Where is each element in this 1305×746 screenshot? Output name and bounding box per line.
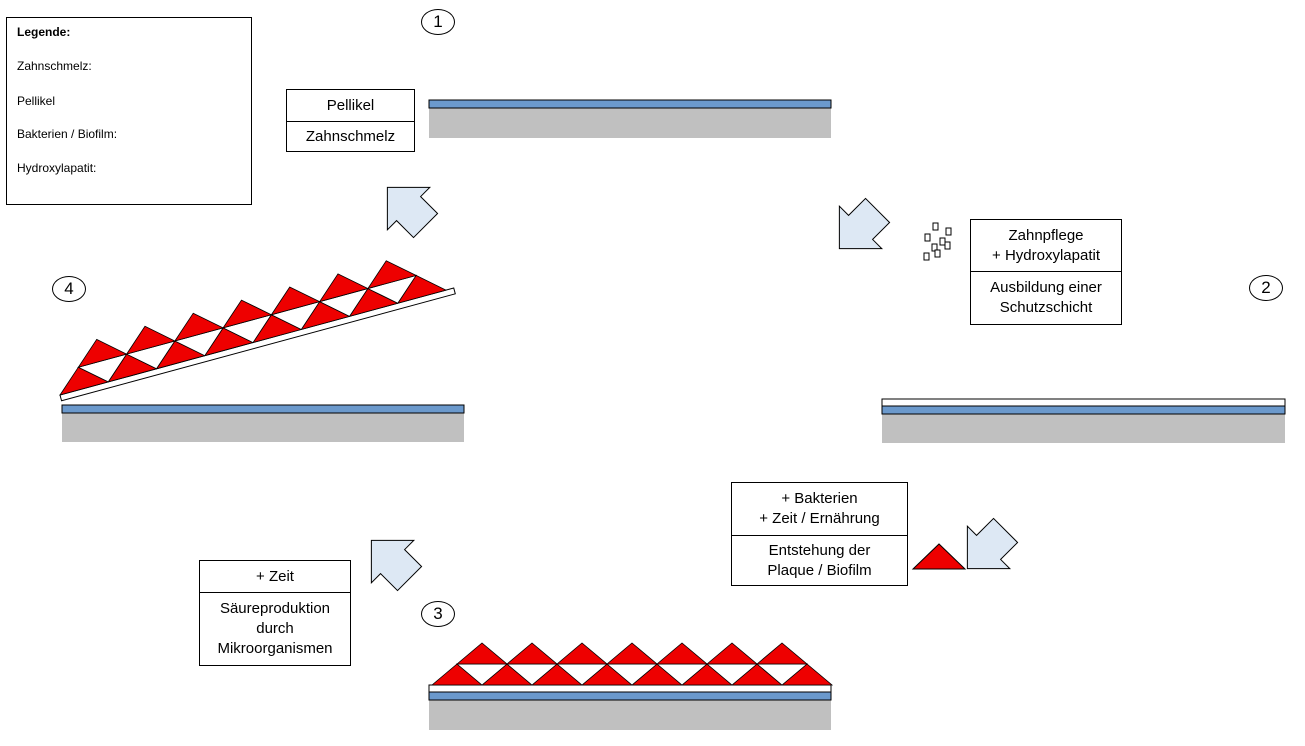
stage-4-biofilm bbox=[59, 260, 448, 396]
biofilm-bacterium bbox=[173, 312, 225, 342]
biofilm-bacterium bbox=[605, 642, 659, 665]
biofilm-bacterium bbox=[705, 642, 759, 665]
arrow-2-to-3 bbox=[966, 517, 1019, 570]
step-number-4: 4 bbox=[52, 276, 86, 302]
stage-3-biofilm bbox=[430, 642, 834, 686]
arrow-4-to-1 bbox=[386, 186, 439, 239]
stage-3-enamel bbox=[429, 700, 831, 730]
legend-label-hydroxylapatite: Hydroxylapatit: bbox=[17, 161, 97, 175]
legend-box: Legende: Zahnschmelz: Pellikel Bakterien… bbox=[6, 17, 252, 205]
stage-1-enamel bbox=[429, 108, 831, 138]
label-bacteria-time: + Bakterien + Zeit / Ernährung bbox=[732, 483, 907, 535]
stage-3-tooth-layers bbox=[428, 642, 834, 730]
step-number-1: 1 bbox=[421, 9, 455, 35]
label-tooth-care-line-1: Zahnpflege bbox=[1008, 226, 1084, 244]
step-number-2: 2 bbox=[1249, 275, 1283, 301]
label-tooth-care: Zahnpflege + Hydroxylapatit bbox=[971, 220, 1121, 271]
biofilm-bacterium bbox=[655, 642, 709, 665]
stage-1-pellicle bbox=[428, 99, 832, 109]
label-protective-layer: Ausbildung einer Schutzschicht bbox=[971, 271, 1121, 324]
stage-1-tooth-layers bbox=[428, 99, 832, 138]
stage-4-pellicle bbox=[61, 404, 465, 414]
label-acid-production: Säureproduktion durch Mikroorganismen bbox=[200, 592, 350, 665]
label-enamel: Zahnschmelz bbox=[287, 121, 414, 151]
stage-4-tooth-layers bbox=[59, 260, 465, 442]
label-acid-production-line-3: Mikroorganismen bbox=[217, 640, 333, 657]
label-box-stage-4: + Zeit Säureproduktion durch Mikroorgani… bbox=[199, 560, 351, 666]
biofilm-bacterium bbox=[505, 642, 559, 665]
label-bacteria-time-line-2: + Zeit / Ernährung bbox=[759, 510, 880, 527]
arrow-3-to-4 bbox=[370, 539, 423, 592]
stage-4-hydroxylapatite-layer bbox=[59, 287, 456, 402]
label-bacteria-time-line-1: + Bakterien bbox=[781, 490, 858, 507]
stage-3-hydroxylapatite-layer bbox=[428, 684, 832, 693]
bacterium-marker bbox=[911, 543, 967, 570]
biofilm-bacterium bbox=[77, 338, 128, 368]
label-protective-layer-line-2: Schutzschicht bbox=[999, 299, 1093, 316]
stage-4-enamel bbox=[62, 413, 464, 442]
biofilm-bacterium bbox=[755, 642, 809, 665]
label-box-stage-3: + Bakterien + Zeit / Ernährung Entstehun… bbox=[731, 482, 908, 586]
legend-label-bacteria: Bakterien / Biofilm: bbox=[17, 127, 118, 141]
step-number-3: 3 bbox=[421, 601, 455, 627]
biofilm-bacterium bbox=[222, 299, 273, 329]
stage-2-tooth-layers bbox=[881, 398, 1286, 443]
label-time: + Zeit bbox=[256, 567, 294, 585]
legend-label-enamel: Zahnschmelz: bbox=[17, 59, 92, 73]
label-plaque-formation: Entstehung der Plaque / Biofilm bbox=[732, 535, 907, 585]
hydroxylapatite-particles bbox=[923, 222, 952, 261]
label-plaque-formation-line-1: Entstehung der bbox=[768, 541, 871, 559]
label-tooth-care-line-2: + Hydroxylapatit bbox=[992, 246, 1100, 264]
biofilm-bacterium bbox=[555, 642, 609, 665]
stage-2-pellicle bbox=[881, 405, 1286, 415]
biofilm-bacterium bbox=[318, 273, 369, 303]
biofilm-bacterium bbox=[366, 260, 418, 290]
label-pellicle: Pellikel bbox=[326, 96, 375, 114]
biofilm-bacterium bbox=[455, 642, 509, 665]
arrow-1-to-2 bbox=[838, 197, 891, 250]
stage-2-hydroxylapatite-layer bbox=[881, 398, 1286, 407]
label-acid-production-line-1: Säureproduktion bbox=[219, 600, 331, 617]
stage-2-enamel bbox=[882, 414, 1285, 443]
label-box-stage-1: Pellikel Zahnschmelz bbox=[286, 89, 415, 152]
legend-label-pellicle: Pellikel bbox=[17, 94, 56, 108]
biofilm-bacterium bbox=[270, 286, 321, 316]
label-protective-layer-line-1: Ausbildung einer bbox=[990, 279, 1102, 296]
biofilm-bacterium bbox=[125, 325, 176, 355]
stage-3-pellicle bbox=[428, 691, 832, 701]
label-box-stage-2: Zahnpflege + Hydroxylapatit Ausbildung e… bbox=[970, 219, 1122, 325]
label-plaque-formation-line-2: Plaque / Biofilm bbox=[767, 561, 872, 579]
legend-title: Legende: bbox=[17, 25, 71, 39]
label-acid-production-line-2: durch bbox=[256, 620, 294, 637]
